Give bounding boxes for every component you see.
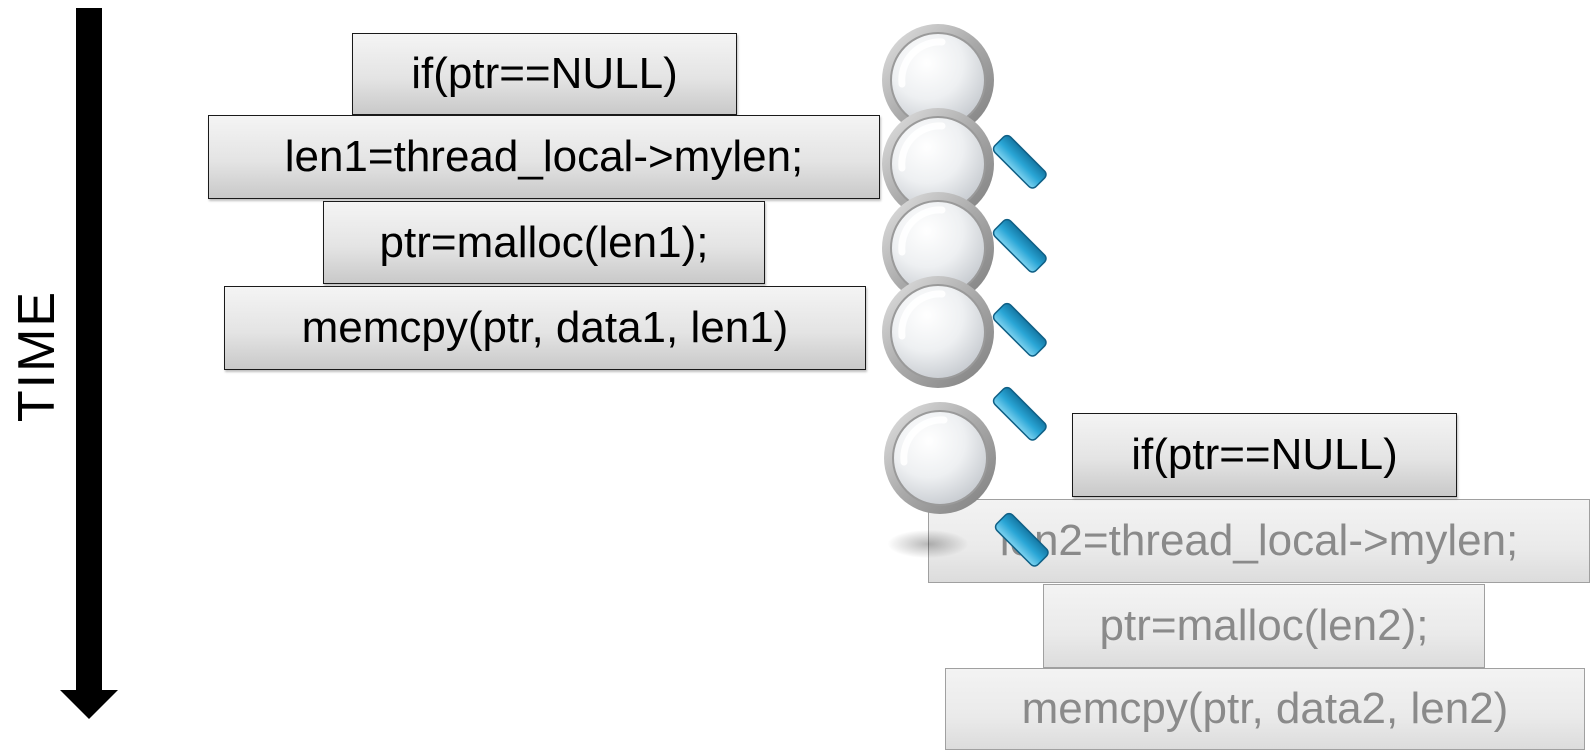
thread1-line-3: ptr=malloc(len1);: [323, 201, 765, 284]
down-arrow-icon: [60, 8, 118, 719]
thread2-line-2: len2=thread_local->mylen;: [928, 499, 1590, 583]
magnifying-glass-icon: [882, 276, 1047, 441]
time-axis-label: TIME: [8, 289, 66, 423]
thread2-line-4: memcpy(ptr, data2, len2): [945, 668, 1585, 750]
thread1-line-4: memcpy(ptr, data1, len1): [224, 286, 866, 370]
thread1-line-2: len1=thread_local->mylen;: [208, 115, 880, 199]
thread2-line-1: if(ptr==NULL): [1072, 413, 1457, 497]
magnifying-glass-icon: [882, 24, 1047, 189]
magnifying-glass-icon: [884, 402, 1049, 567]
thread1-line-1: if(ptr==NULL): [352, 33, 737, 115]
magnifier-shadow: [888, 530, 968, 558]
thread2-line-3: ptr=malloc(len2);: [1043, 584, 1485, 668]
magnifying-glass-icon: [882, 108, 1047, 273]
magnifying-glass-icon: [882, 192, 1047, 357]
